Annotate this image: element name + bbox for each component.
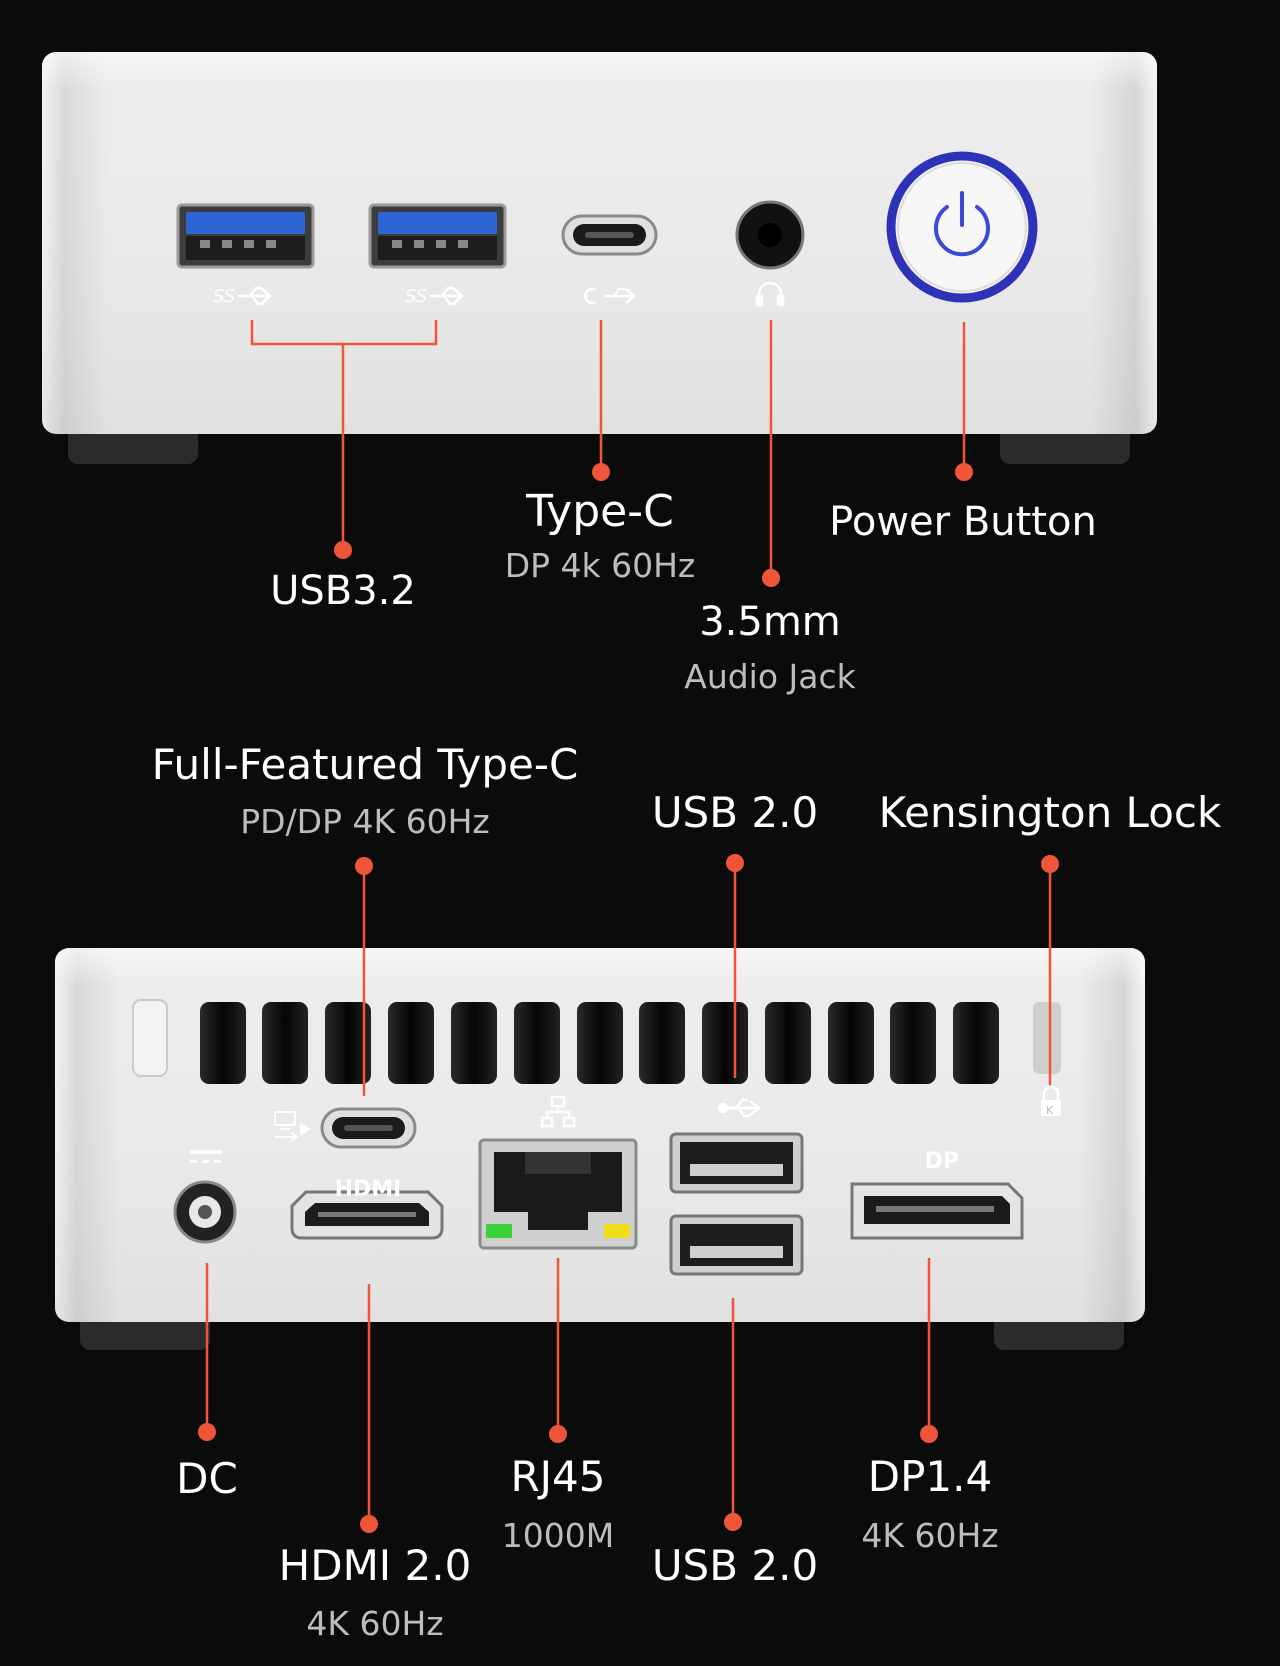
type-c-sub: DP 4k 60Hz (504, 546, 696, 585)
kensington-slot (1033, 1002, 1061, 1074)
dc-port (173, 1180, 237, 1244)
network-icon (540, 1095, 576, 1128)
rj45-label: RJ45 (510, 1452, 606, 1501)
type-c-label: Type-C (526, 486, 674, 537)
usb20-top-label: USB 2.0 (651, 788, 819, 837)
usb20-bottom-label: USB 2.0 (651, 1541, 819, 1590)
audio-sub: Audio Jack (684, 657, 856, 696)
usb2-port-2 (669, 1214, 804, 1276)
dp-sub: 4K 60Hz (861, 1516, 999, 1555)
front-callout-lines (250, 320, 973, 587)
svg-text:K: K (1046, 1104, 1054, 1117)
hdmi-print: HDMI (335, 1177, 402, 1202)
usb-superspeed-icon: SS SS (213, 286, 464, 307)
dp-label: DP1.4 (867, 1452, 993, 1501)
full-type-c-label: Full-Featured Type-C (151, 740, 579, 789)
usb32-port-1 (176, 203, 315, 269)
svg-text:SS: SS (213, 286, 235, 307)
power-button (886, 151, 1038, 303)
displayport-port (850, 1182, 1024, 1240)
rear-blank-slot (132, 999, 168, 1077)
usb32-port-2 (368, 203, 507, 269)
usb-c-port-front (561, 214, 658, 256)
rear-callout-lines (198, 854, 1059, 1533)
kensington-label: Kensington Lock (878, 788, 1222, 837)
dc-symbol-icon (190, 1150, 222, 1163)
usb32-label: USB3.2 (270, 568, 416, 614)
vent-grille (200, 1002, 999, 1084)
full-featured-usb-c-port (320, 1107, 417, 1149)
headset-icon (755, 281, 785, 307)
power-icon (934, 191, 990, 257)
audio-jack-port (735, 200, 805, 270)
usb-c-icon (584, 287, 636, 305)
rj45-port (478, 1138, 638, 1250)
hdmi-sub: 4K 60Hz (306, 1604, 444, 1643)
display-usb-icon (274, 1111, 311, 1142)
lock-icon: K (1041, 1085, 1061, 1117)
dc-label: DC (176, 1454, 238, 1503)
rear-panel: K HDMI (55, 948, 1145, 1350)
power-button-label: Power Button (829, 499, 1097, 545)
hdmi-label: HDMI 2.0 (278, 1541, 472, 1590)
full-type-c-sub: PD/DP 4K 60Hz (240, 802, 490, 841)
hdmi-port (290, 1190, 444, 1240)
dp-print: DP (925, 1149, 959, 1174)
audio-label: 3.5mm (699, 599, 841, 645)
usb2-port-1 (669, 1132, 804, 1194)
rj45-sub: 1000M (501, 1516, 615, 1555)
svg-text:SS: SS (405, 286, 427, 307)
front-panel: SS SS (42, 52, 1157, 464)
usb-icon (717, 1098, 762, 1118)
